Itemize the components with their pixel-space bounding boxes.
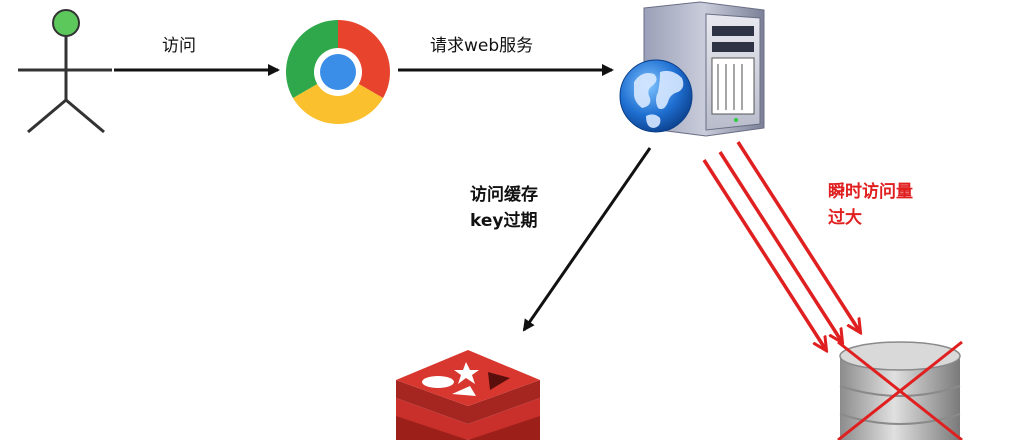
edge-label-traffic-line2: 过大 bbox=[828, 208, 862, 228]
edge-label-visit: 访问 bbox=[162, 36, 196, 56]
arrows-server-to-database bbox=[702, 141, 860, 350]
chrome-icon bbox=[286, 20, 390, 124]
edge-label-cache-line2: key过期 bbox=[470, 211, 538, 231]
database-crossed-out-mark bbox=[837, 340, 963, 442]
stick-figure-icon bbox=[18, 9, 112, 134]
edge-label-request-web-service: 请求web服务 bbox=[430, 36, 534, 56]
arrow-server-to-cache bbox=[522, 147, 652, 332]
edge-label-traffic-line1: 瞬时访问量 bbox=[828, 182, 913, 202]
database-icon bbox=[839, 341, 961, 440]
edge-label-cache-line1: 访问缓存 bbox=[470, 185, 538, 205]
redis-icon bbox=[396, 350, 540, 440]
web-server-icon bbox=[619, 1, 765, 137]
